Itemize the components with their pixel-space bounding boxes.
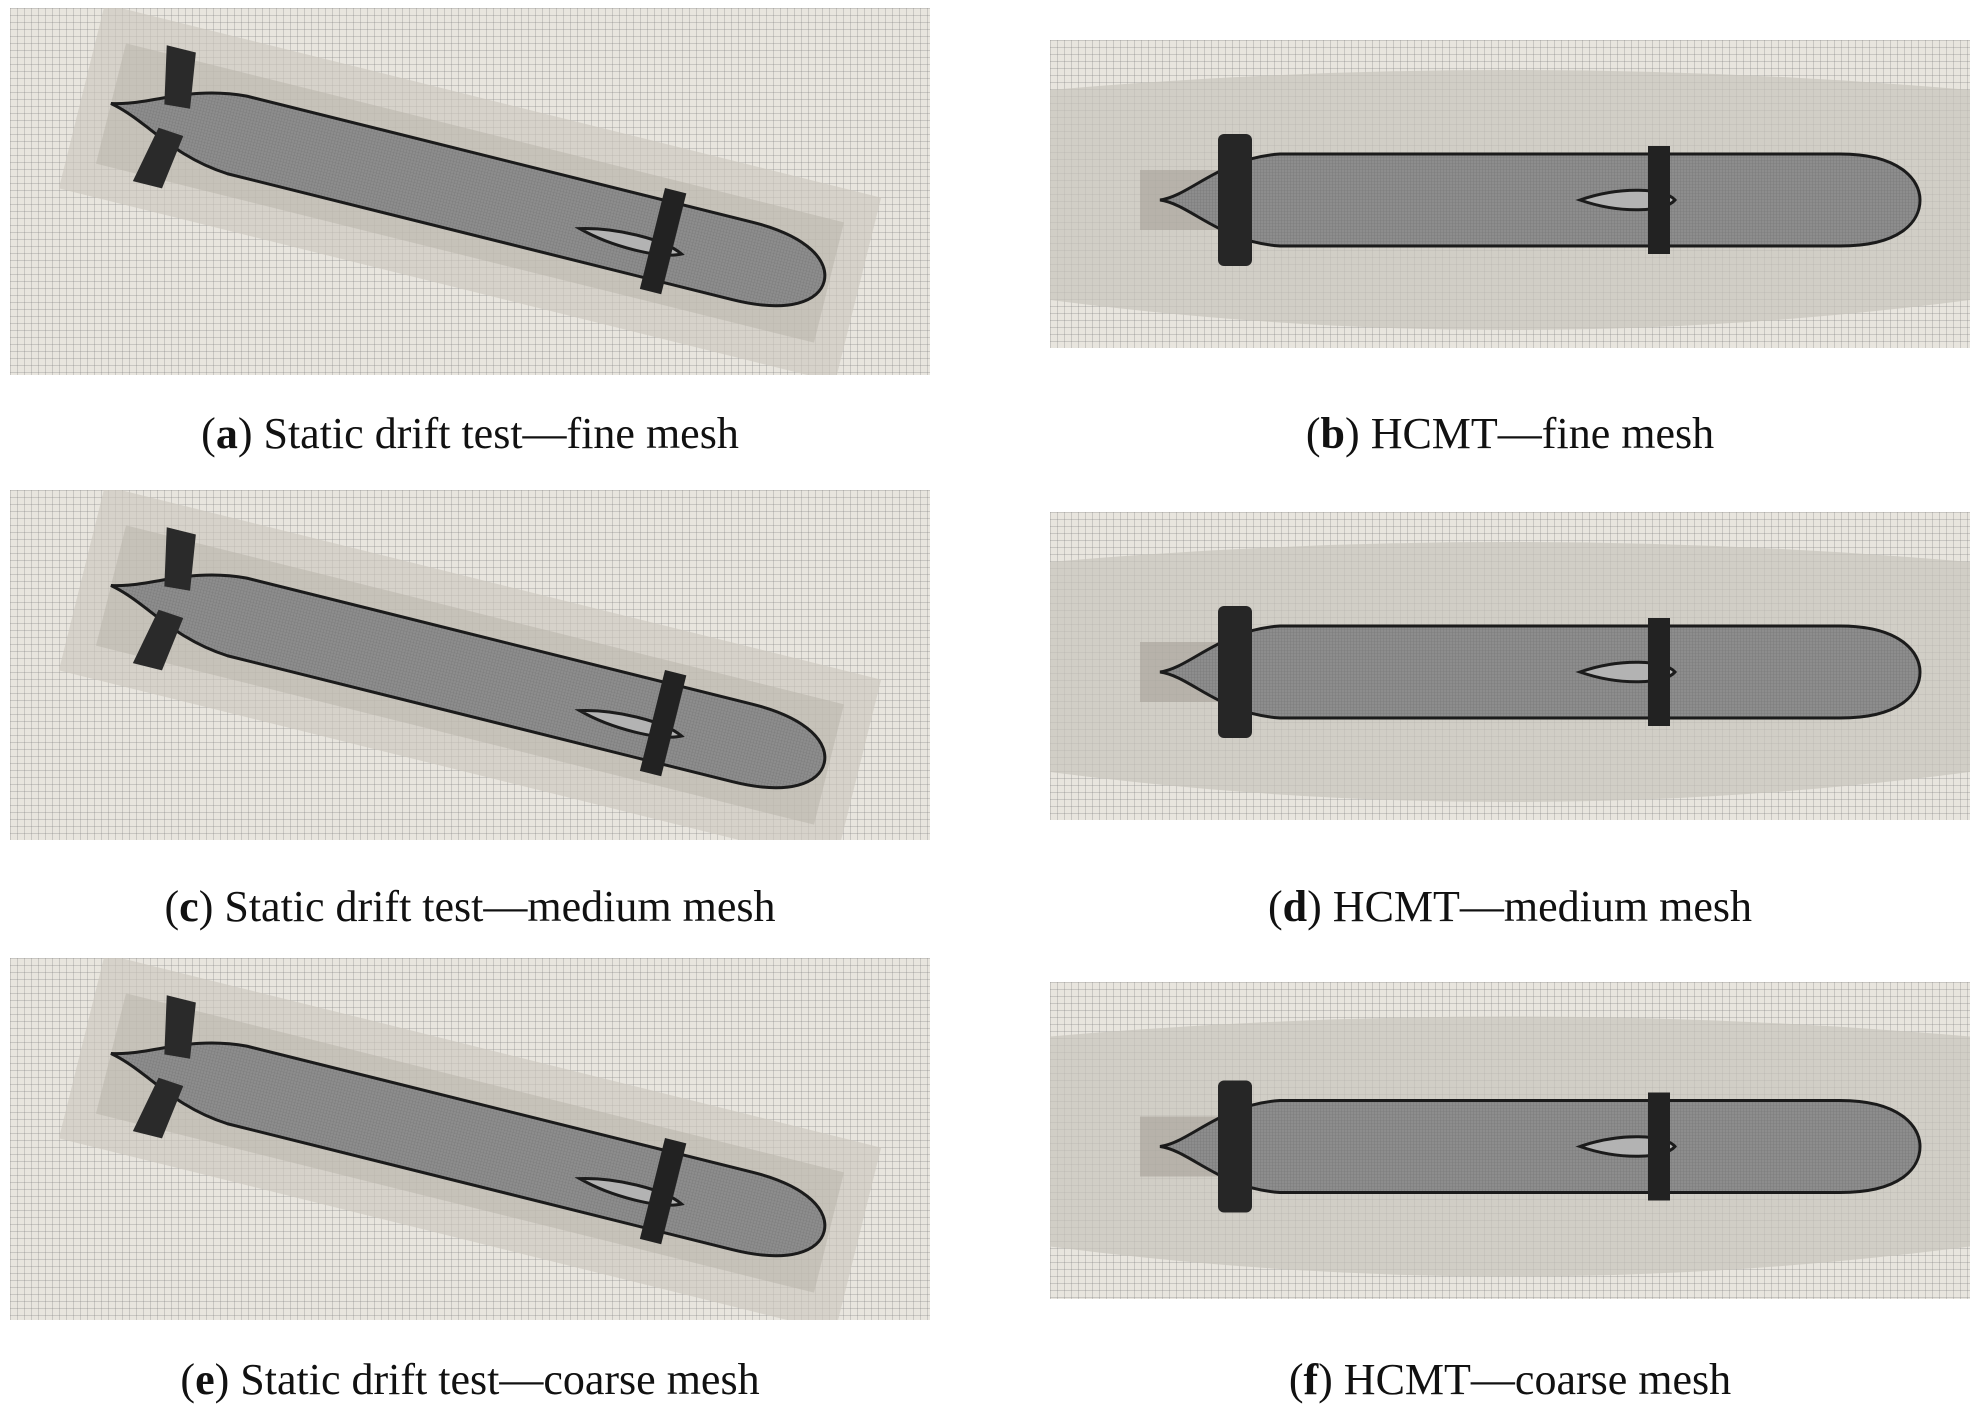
caption-text-a: Static drift test—fine mesh — [263, 409, 739, 458]
mesh-render-b — [1050, 70, 1970, 330]
mesh-render-c — [58, 490, 882, 840]
caption-text-e: Static drift test—coarse mesh — [240, 1355, 760, 1404]
caption-text-b: HCMT—fine mesh — [1370, 409, 1715, 458]
mesh-image-c — [10, 490, 930, 840]
mesh-render-a — [58, 8, 882, 375]
caption-text-c: Static drift test—medium mesh — [224, 882, 776, 931]
mesh-image-d — [1050, 512, 1970, 820]
vehicle-model — [1050, 542, 1970, 802]
mesh-render-f — [1050, 1016, 1970, 1277]
caption-letter-b: b — [1320, 409, 1346, 458]
mesh-render-e — [58, 958, 882, 1320]
caption-letter-d: d — [1282, 882, 1308, 931]
caption-text-f: HCMT—coarse mesh — [1343, 1355, 1732, 1404]
mesh-image-e — [10, 958, 930, 1320]
caption-b: (b) HCMT—fine mesh — [1305, 409, 1715, 458]
vehicle-model — [1050, 70, 1970, 330]
mesh-image-b — [1050, 40, 1970, 348]
caption-letter-c: c — [179, 882, 199, 931]
vehicle-model — [1050, 1016, 1970, 1277]
mesh-image-a — [10, 8, 930, 375]
caption-letter-e: e — [195, 1355, 215, 1404]
caption-e: (e) Static drift test—coarse mesh — [180, 1355, 760, 1404]
caption-letter-f: f — [1303, 1355, 1319, 1404]
caption-letter-a: a — [215, 409, 238, 458]
caption-c: (c) Static drift test—medium mesh — [164, 882, 776, 931]
caption-d: (d) HCMT—medium mesh — [1268, 882, 1752, 931]
mesh-image-f — [1050, 982, 1970, 1299]
caption-f: (f) HCMT—coarse mesh — [1288, 1355, 1732, 1404]
vehicle-model — [58, 490, 882, 840]
caption-a: (a) Static drift test—fine mesh — [201, 409, 739, 458]
caption-text-d: HCMT—medium mesh — [1332, 882, 1752, 931]
mesh-render-d — [1050, 542, 1970, 802]
vehicle-model — [58, 958, 882, 1320]
vehicle-model — [58, 8, 882, 375]
